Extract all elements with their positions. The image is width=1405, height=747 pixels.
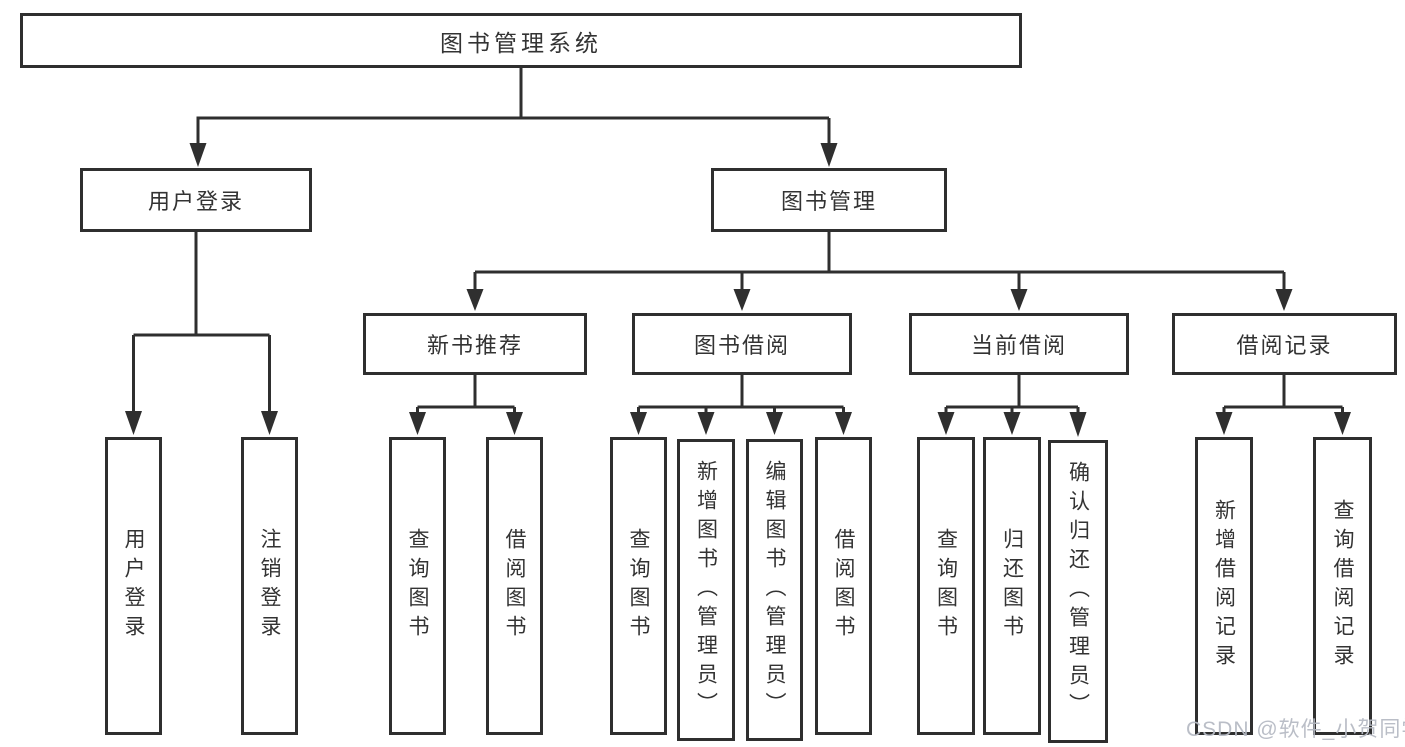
node-label: 注销登录 (258, 528, 281, 644)
node-label: 查询借阅记录 (1331, 499, 1354, 673)
node-book-management: 图书管理 (711, 168, 947, 232)
node-label: 编辑图书（管理员） (763, 459, 786, 721)
node-leaf-current-query-books: 查询图书 (917, 437, 975, 735)
node-new-book-recommend: 新书推荐 (363, 313, 587, 375)
node-leaf-user-login: 用户登录 (105, 437, 162, 735)
connector-root-to-level2 (196, 68, 831, 147)
node-label: 图书管理系统 (440, 29, 602, 56)
node-book-borrow: 图书借阅 (632, 313, 852, 375)
node-label: 用户登录 (147, 189, 244, 214)
node-label: 借阅图书 (503, 528, 526, 644)
node-label: 当前借阅 (970, 333, 1067, 358)
node-label: 借阅图书 (832, 528, 855, 644)
node-label: 确认归还（管理员） (1066, 461, 1090, 722)
node-leaf-edit-books-admin: 编辑图书（管理员） (746, 439, 803, 741)
node-leaf-borrow-books: 借阅图书 (815, 437, 872, 735)
node-leaf-recommend-query-books: 查询图书 (389, 437, 446, 735)
connector-bookmgmt-to-level3 (473, 232, 1286, 292)
node-leaf-recommend-borrow-books: 借阅图书 (486, 437, 543, 735)
connector-userlogin-to-leaves (132, 232, 271, 414)
node-label: 图书借阅 (693, 333, 790, 358)
arrowheads (125, 143, 1351, 437)
node-current-borrow: 当前借阅 (909, 313, 1129, 375)
node-user-login: 用户登录 (80, 168, 312, 232)
connector-leaf-stems (416, 407, 1344, 416)
node-library-management-system: 图书管理系统 (20, 13, 1022, 68)
node-leaf-add-borrow-record: 新增借阅记录 (1195, 437, 1253, 735)
node-leaf-borrow-query-books: 查询图书 (610, 437, 667, 735)
node-borrow-record: 借阅记录 (1172, 313, 1397, 375)
node-label: 查询图书 (406, 528, 429, 644)
node-leaf-query-borrow-record: 查询借阅记录 (1313, 437, 1372, 735)
node-leaf-logout: 注销登录 (241, 437, 298, 735)
node-label: 图书管理 (780, 189, 877, 214)
node-label: 查询图书 (934, 528, 958, 644)
node-label: 新增图书（管理员） (694, 459, 718, 721)
connector-level3-stubs (417, 375, 1343, 409)
node-label: 新增借阅记录 (1212, 499, 1236, 673)
node-label: 归还图书 (1000, 528, 1024, 644)
node-leaf-add-books-admin: 新增图书（管理员） (677, 439, 735, 741)
node-label: 新书推荐 (426, 333, 523, 358)
node-label: 查询图书 (627, 528, 650, 644)
node-leaf-return-books: 归还图书 (983, 437, 1041, 735)
node-label: 借阅记录 (1236, 333, 1333, 358)
node-label: 用户登录 (122, 528, 145, 644)
node-leaf-confirm-return-admin: 确认归还（管理员） (1048, 440, 1108, 743)
